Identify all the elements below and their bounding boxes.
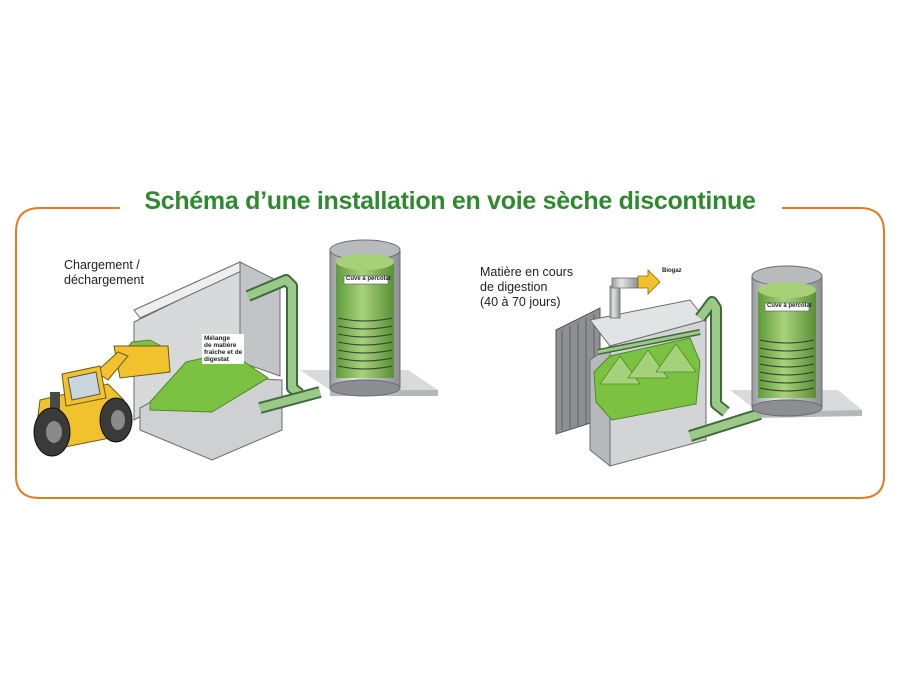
label-loading: Chargement / déchargement <box>64 258 144 287</box>
diagram-title: Schéma d’une installation en voie sèche … <box>144 187 756 215</box>
left-percolate-tank <box>329 239 401 397</box>
label-tank-right: Cuve à percolat <box>767 303 812 309</box>
label-mixture: Mélange de matière fraîche et de digesta… <box>202 334 245 364</box>
right-pipe <box>688 296 762 442</box>
biogas-pipe <box>609 269 661 319</box>
right-percolate-tank <box>751 265 823 417</box>
label-digestion: Matière en cours de digestion (40 à 70 j… <box>480 265 574 309</box>
digester-box <box>555 299 707 468</box>
label-biogas: Biogaz <box>662 268 682 274</box>
biogas-arrow <box>637 269 661 295</box>
wheel-loader <box>33 339 171 457</box>
left-bunker <box>133 261 283 461</box>
left-pipe <box>245 274 322 414</box>
frame-border <box>15 207 885 499</box>
label-tank-left: Cuve à percolat <box>346 276 391 282</box>
